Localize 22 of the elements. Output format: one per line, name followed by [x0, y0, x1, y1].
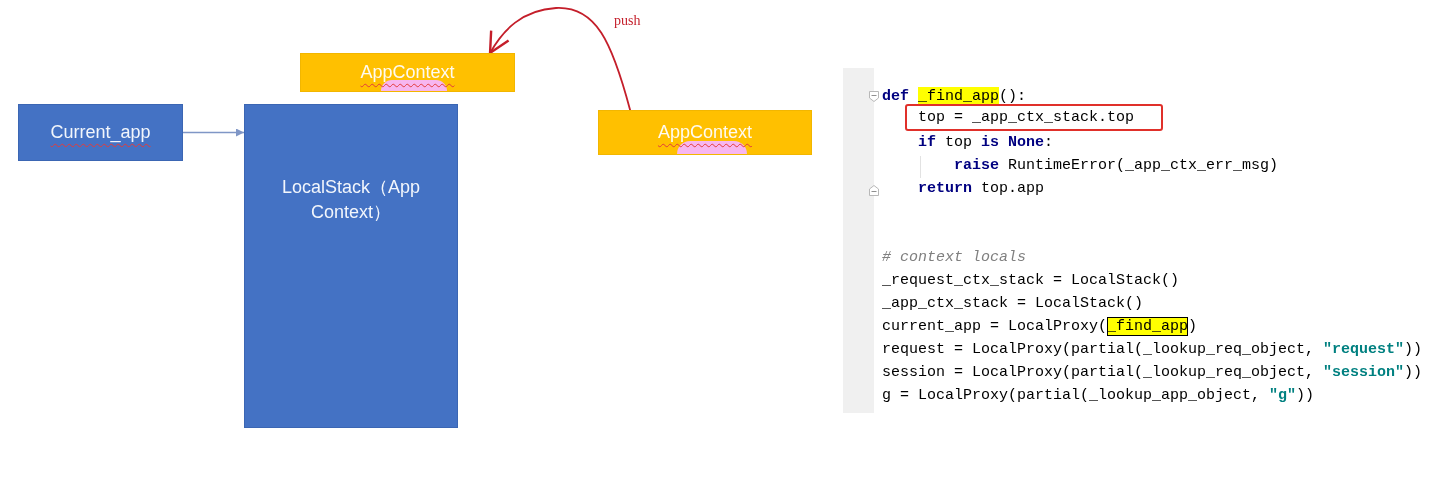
code-line: if top is None: [918, 133, 1054, 153]
code-line: return top.app [918, 179, 1045, 199]
process-box [244, 104, 458, 428]
code-line: request = LocalProxy(partial(_lookup_req_object, "request")) [882, 340, 1423, 360]
node-label: Current_app [50, 121, 151, 145]
node-label: AppContext [360, 61, 455, 84]
highlight-frame [905, 104, 1163, 131]
code-line: raise RuntimeError(_app_ctx_err_msg) [954, 156, 1279, 176]
code-line: g = LocalProxy(partial(_lookup_app_object, "g")) [882, 386, 1315, 406]
curved-arrow [488, 7, 631, 111]
node-label: LocalStack（App Context） [280, 176, 422, 224]
process-box [598, 110, 812, 155]
node-label: AppContext [657, 121, 753, 144]
edge-label: push [613, 13, 642, 29]
code-line: _app_ctx_stack = LocalStack() [882, 294, 1144, 314]
process-box [300, 53, 515, 92]
code-line: top = _app_ctx_stack.top [918, 108, 1135, 128]
code-line: session = LocalProxy(partial(_lookup_req_object, "session")) [882, 363, 1423, 383]
code-line: _request_ctx_stack = LocalStack() [882, 271, 1180, 291]
process-box [18, 104, 183, 161]
code-comment: # context locals [882, 248, 1027, 268]
arrow [182, 128, 245, 137]
